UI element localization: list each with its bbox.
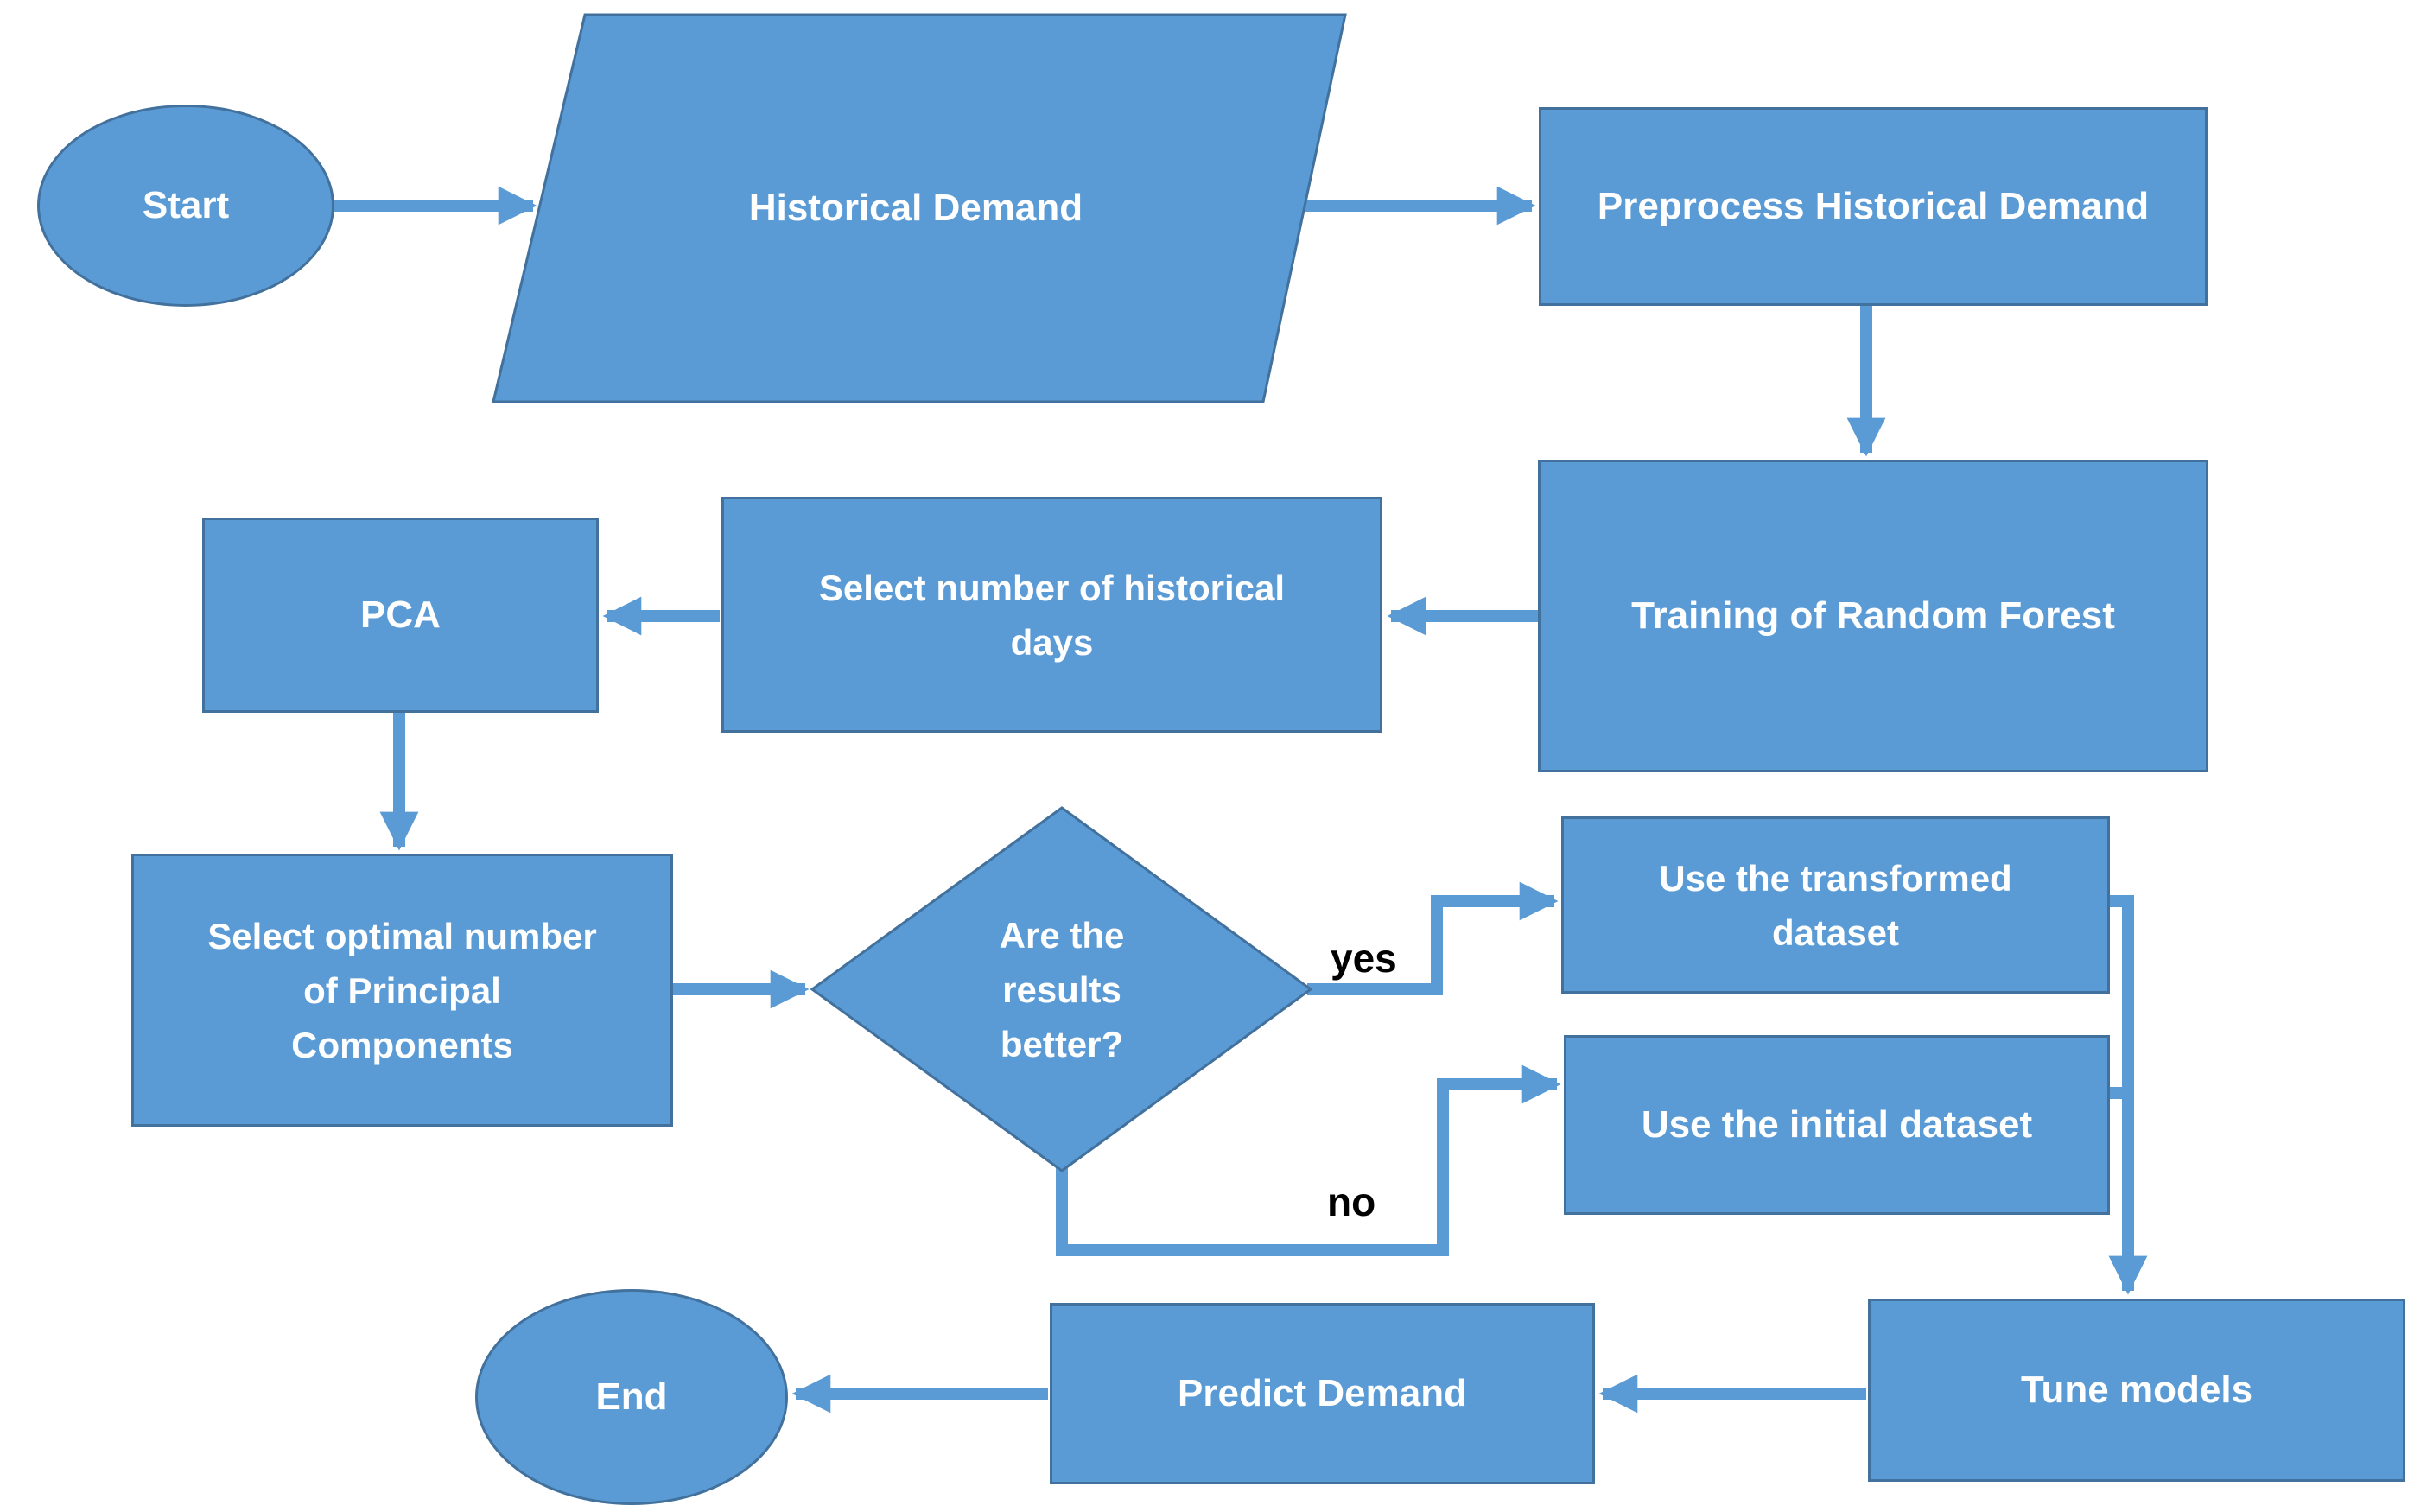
- node-training-label: Training of Random Forest: [1631, 594, 2115, 637]
- node-use-initial: Use the initial dataset: [1564, 1035, 2110, 1215]
- edge-label-no: no: [1327, 1179, 1376, 1224]
- node-select-days: Select number of historical days: [721, 497, 1382, 733]
- node-use-transformed-label: Use the transformed dataset: [1659, 857, 2012, 953]
- node-use-initial-label: Use the initial dataset: [1641, 1103, 2033, 1146]
- node-predict-demand-label: Predict Demand: [1178, 1372, 1467, 1414]
- node-decision-label: Are the results better?: [999, 914, 1125, 1064]
- node-start: Start: [37, 105, 334, 307]
- node-end-label: End: [595, 1375, 668, 1418]
- node-tune-models: Tune models: [1868, 1299, 2405, 1482]
- node-decision: Are the results better?: [932, 903, 1191, 1076]
- edge-decision-yes-to-transformed: [1307, 881, 1559, 995]
- node-historical-demand-label: Historical Demand: [748, 187, 1083, 229]
- node-pca-label: PCA: [360, 594, 441, 636]
- edge-label-yes: yes: [1331, 936, 1397, 981]
- node-start-label: Start: [142, 184, 230, 226]
- node-training: Training of Random Forest: [1538, 460, 2208, 772]
- node-preprocess: Preprocess Historical Demand: [1539, 107, 2208, 306]
- node-select-days-label: Select number of historical days: [818, 567, 1286, 663]
- node-historical-demand: Historical Demand: [501, 15, 1331, 402]
- node-use-transformed: Use the transformed dataset: [1561, 816, 2110, 994]
- historical-demand-parallelogram: [492, 13, 1347, 403]
- node-tune-models-label: Tune models: [2020, 1369, 2253, 1411]
- node-predict-demand: Predict Demand: [1050, 1303, 1595, 1484]
- node-select-optimal: Select optimal number of Principal Compo…: [131, 854, 673, 1127]
- node-pca: PCA: [202, 518, 599, 713]
- decision-diamond: [810, 806, 1313, 1172]
- node-select-optimal-label: Select optimal number of Principal Compo…: [207, 915, 597, 1065]
- node-end: End: [475, 1289, 788, 1505]
- edge-transformed-to-tune-models: [2108, 895, 2148, 1295]
- edge-decision-no-to-initial: [1056, 1064, 1561, 1256]
- node-preprocess-label: Preprocess Historical Demand: [1597, 185, 2150, 227]
